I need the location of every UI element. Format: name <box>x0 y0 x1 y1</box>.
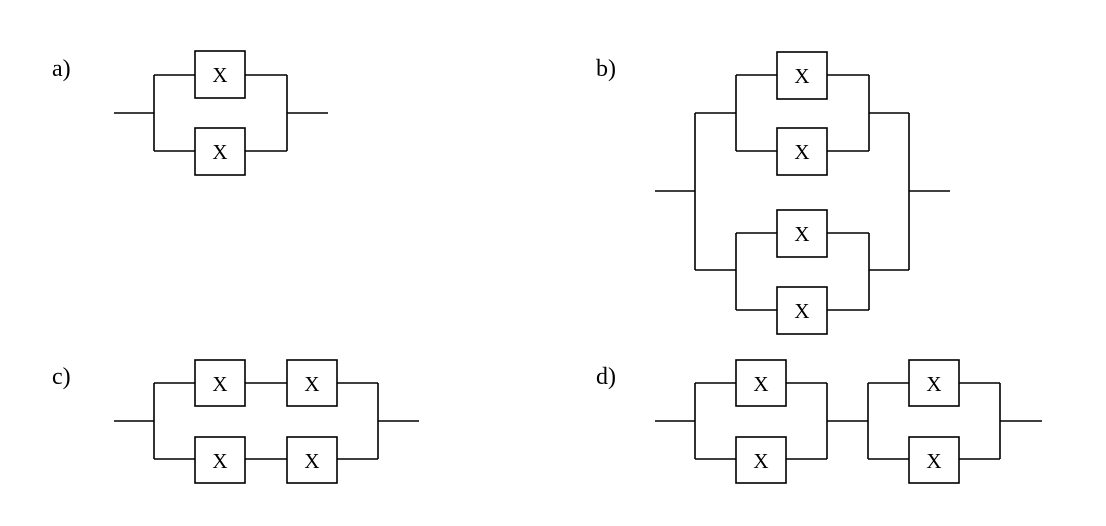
diagram-d-wires <box>655 382 1042 460</box>
svg-text:X: X <box>794 299 809 323</box>
svg-text:X: X <box>304 449 319 473</box>
svg-text:X: X <box>212 449 227 473</box>
diagram-c-label: c) <box>52 364 71 390</box>
diagram-b-box-2: X <box>776 127 828 176</box>
diagram-a-label: a) <box>52 56 71 82</box>
diagram-c-box-1: X <box>194 359 246 407</box>
diagram-d: d) X X X X <box>596 359 1042 484</box>
svg-text:X: X <box>212 63 227 87</box>
diagram-a-box-2: X <box>194 127 246 176</box>
diagram-b-box-3: X <box>776 209 828 258</box>
svg-text:X: X <box>212 372 227 396</box>
svg-text:X: X <box>794 64 809 88</box>
svg-text:X: X <box>926 372 941 396</box>
diagram-d-label: d) <box>596 364 616 390</box>
diagram-b: b) X X X X <box>596 51 950 335</box>
diagram-c-box-2: X <box>286 359 338 407</box>
svg-text:X: X <box>926 449 941 473</box>
diagram-d-box-1: X <box>735 359 787 407</box>
diagram-a-box-1: X <box>194 50 246 99</box>
diagram-a: a) X X <box>52 50 328 176</box>
diagram-b-label: b) <box>596 56 616 82</box>
svg-text:X: X <box>794 140 809 164</box>
diagram-c-box-4: X <box>286 436 338 484</box>
diagram-b-box-1: X <box>776 51 828 100</box>
diagram-d-box-3: X <box>908 359 960 407</box>
diagram-b-box-4: X <box>776 286 828 335</box>
svg-text:X: X <box>304 372 319 396</box>
diagram-b-wires <box>655 74 950 311</box>
svg-text:X: X <box>212 140 227 164</box>
diagram-c: c) X X X X <box>52 359 419 484</box>
diagram-c-box-3: X <box>194 436 246 484</box>
diagram-a-wires <box>114 74 328 152</box>
diagram-c-wires <box>114 382 419 460</box>
diagram-d-box-2: X <box>735 436 787 484</box>
svg-text:X: X <box>753 449 768 473</box>
svg-text:X: X <box>794 222 809 246</box>
svg-text:X: X <box>753 372 768 396</box>
diagram-d-box-4: X <box>908 436 960 484</box>
